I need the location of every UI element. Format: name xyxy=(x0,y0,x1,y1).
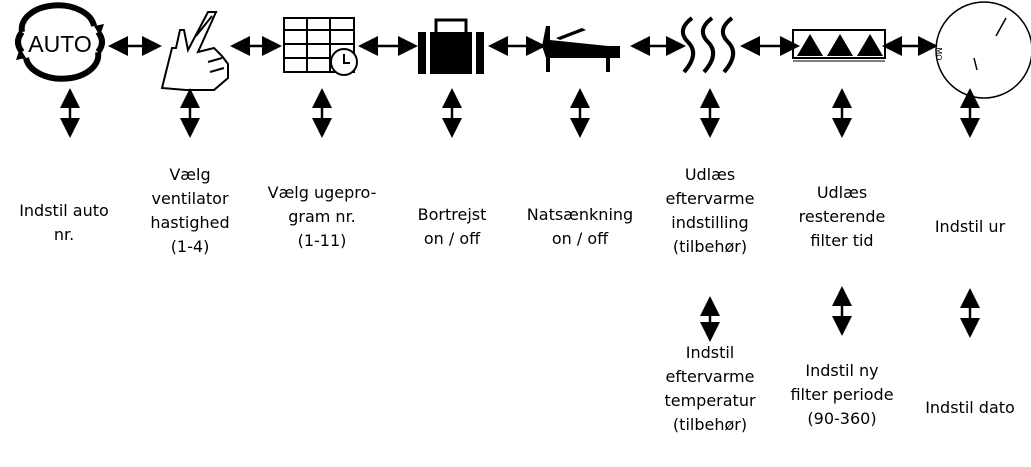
label-week: Vælg ugepro- gram nr. (1-11) xyxy=(267,183,377,250)
label-heater-set: Indstil eftervarme temperatur (tilbehør) xyxy=(664,343,756,434)
clock-icon[interactable]: MO xyxy=(934,1,1031,99)
auto-icon[interactable]: AUTO xyxy=(15,2,105,82)
label-fan: Vælg ventilator hastighed (1-4) xyxy=(150,165,230,256)
label-filter-read: Udlæs resterende filter tid xyxy=(798,183,886,250)
label-filter-set: Indstil ny filter periode (90-360) xyxy=(790,361,894,428)
label-night: Natsænkning on / off xyxy=(526,205,634,248)
calendar-clock-icon[interactable] xyxy=(283,17,358,76)
label-clock: Indstil ur xyxy=(934,217,1006,236)
filter-icon[interactable] xyxy=(792,29,886,62)
label-date: Indstil dato xyxy=(925,398,1015,417)
hand-pointer-icon[interactable] xyxy=(160,11,229,91)
suitcase-icon[interactable] xyxy=(418,18,484,74)
clock-mark-text: MO xyxy=(934,47,943,60)
bed-icon[interactable] xyxy=(542,26,620,72)
label-away: Bortrejst on / off xyxy=(417,205,487,248)
label-heater-read: Udlæs eftervarme indstilling (tilbehør) xyxy=(665,165,755,256)
auto-icon-text: AUTO xyxy=(28,31,91,57)
heat-waves-icon[interactable] xyxy=(680,16,736,74)
label-auto: Indstil auto nr. xyxy=(19,201,109,244)
